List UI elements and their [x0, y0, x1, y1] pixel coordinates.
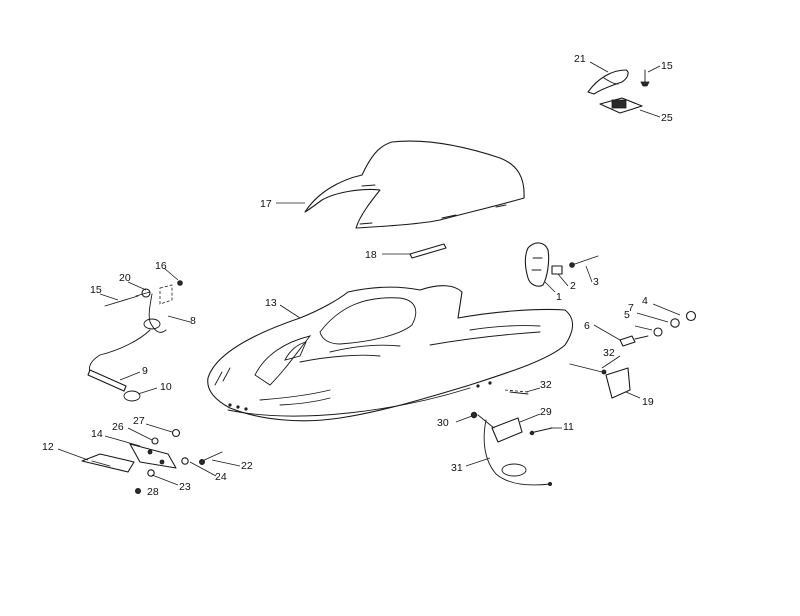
callout-11: 11 [563, 421, 574, 433]
hood-part [207, 285, 574, 422]
callout-21: 21 [574, 53, 586, 65]
nut-part-23 [147, 469, 155, 477]
callout-32-upper: 32 [603, 347, 615, 359]
clip-part-20 [135, 288, 151, 298]
callout-8: 8 [190, 315, 196, 327]
screw-part-32b [509, 391, 529, 395]
callout-3: 3 [593, 276, 599, 288]
callout-18: 18 [365, 249, 377, 261]
callout-22: 22 [241, 460, 253, 472]
windshield-part [304, 140, 525, 229]
callout-26: 26 [112, 421, 124, 433]
callout-20: 20 [119, 272, 131, 284]
bracket-part-29 [491, 417, 523, 443]
bracket-part-12 [81, 453, 135, 473]
callout-30: 30 [437, 417, 449, 429]
bracket-part-16 [159, 280, 183, 305]
callout-2: 2 [570, 280, 576, 292]
leader-lines [57, 61, 681, 486]
callout-17: 17 [260, 198, 272, 210]
screw-part-32a [569, 363, 603, 373]
callout-7: 7 [628, 302, 634, 314]
rod-part-9 [87, 369, 127, 392]
callout-4: 4 [642, 295, 648, 307]
callout-12: 12 [42, 441, 54, 453]
callout-6: 6 [584, 320, 590, 332]
callout-19: 19 [642, 396, 654, 408]
nut-part-7 [670, 318, 680, 328]
callout-25: 25 [661, 112, 673, 124]
wire-part-8 [89, 293, 167, 373]
trim-strip-part [409, 243, 447, 259]
ring-part-10 [123, 390, 141, 402]
callout-13: 13 [265, 297, 277, 309]
callout-5: 5 [624, 309, 630, 321]
washer-part-5 [653, 327, 663, 337]
nut-part-28 [134, 487, 141, 494]
handle-part [524, 242, 550, 287]
cap-part-4 [685, 310, 697, 322]
screw-part [571, 255, 599, 266]
callout-28: 28 [147, 486, 159, 498]
washer-part-24 [181, 457, 189, 465]
callout-23: 23 [179, 481, 191, 493]
callout-15-top: 15 [661, 60, 673, 72]
cable-part-31 [483, 419, 553, 486]
callout-10: 10 [160, 381, 172, 393]
washer-part-27 [171, 428, 181, 438]
spacer-part [551, 265, 563, 275]
callout-16: 16 [155, 260, 167, 272]
callout-24: 24 [215, 471, 227, 483]
nut-part-30 [470, 411, 478, 419]
callout-15-left: 15 [90, 284, 102, 296]
bracket-part-19 [605, 367, 631, 399]
callout-32-lower: 32 [540, 379, 552, 391]
washer-part-26 [151, 437, 159, 445]
bolt-part-6 [619, 335, 636, 347]
plate-part-14 [129, 443, 177, 469]
callout-29: 29 [540, 406, 552, 418]
callout-31: 31 [451, 462, 463, 474]
mount-plate-part [599, 97, 643, 114]
callout-27: 27 [133, 415, 145, 427]
callout-labels: 21 15 25 17 18 13 1 2 3 4 5 7 6 8 9 10 1… [42, 53, 673, 498]
pin-part [640, 69, 650, 87]
callout-1: 1 [556, 291, 562, 303]
strap-part [587, 69, 629, 95]
callout-14: 14 [91, 428, 103, 440]
screw-part-15 [104, 295, 139, 307]
callout-9: 9 [142, 365, 148, 377]
